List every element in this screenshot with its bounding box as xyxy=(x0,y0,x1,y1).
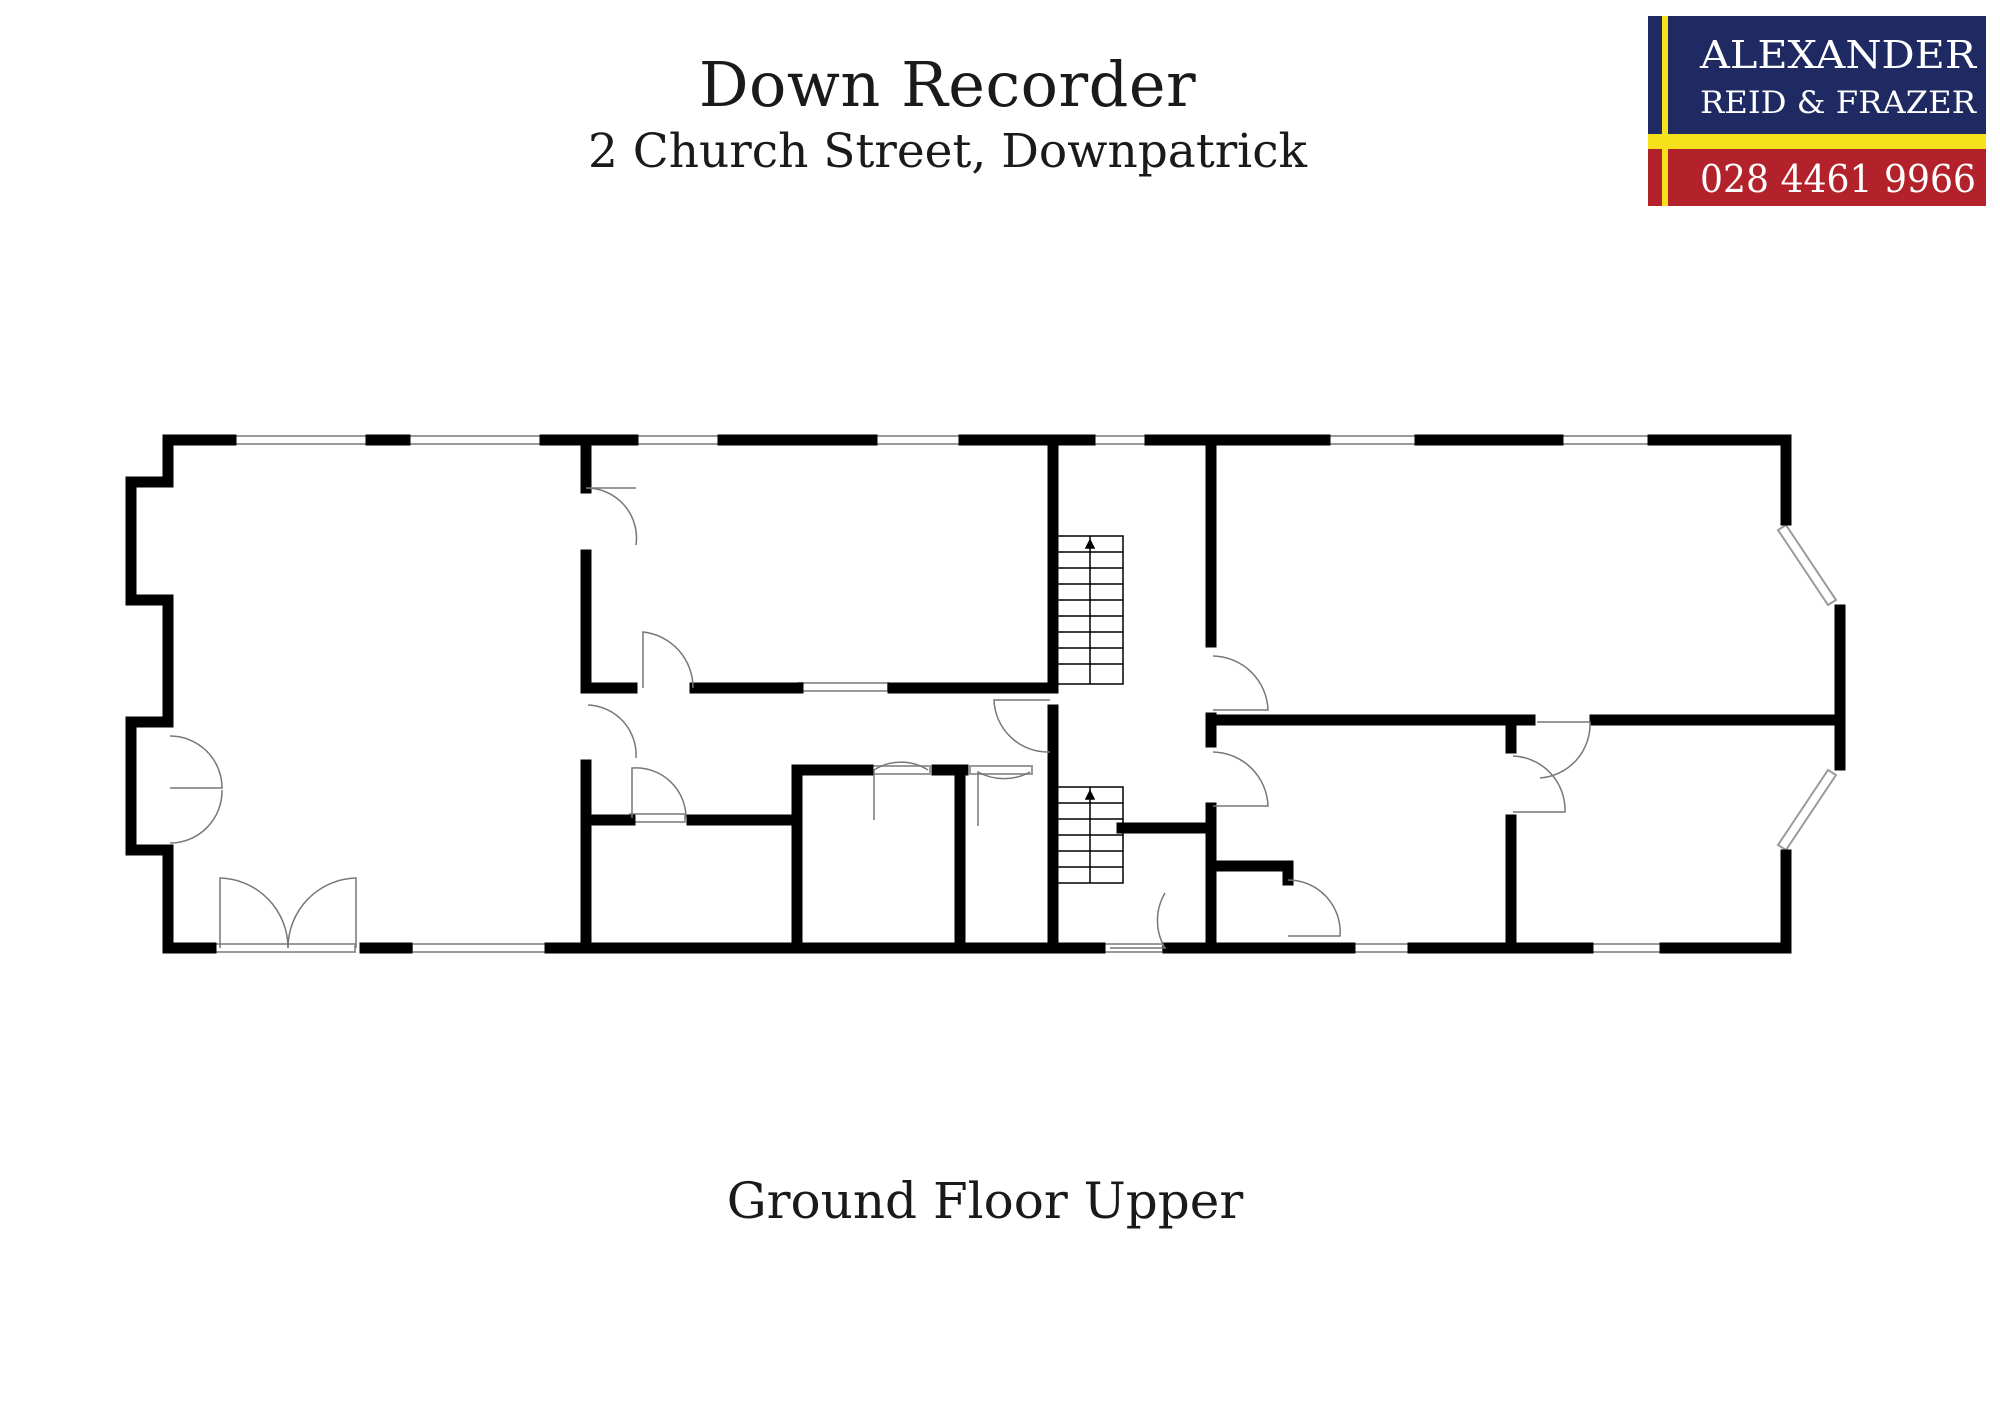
door-swing xyxy=(585,487,638,546)
stairs xyxy=(1056,535,1124,884)
doors xyxy=(169,487,1591,949)
logo-phone: 028 4461 9966 xyxy=(1700,157,1976,201)
window xyxy=(1557,435,1654,445)
walls xyxy=(125,434,1846,954)
door-swing xyxy=(642,631,694,689)
windows xyxy=(214,435,1838,953)
door-swing xyxy=(873,761,929,820)
door-swing xyxy=(1110,892,1167,949)
door-swing xyxy=(219,877,289,949)
door-swing xyxy=(287,877,357,949)
plan-address: 2 Church Street, Downpatrick xyxy=(587,124,1308,179)
door-swing xyxy=(169,735,223,789)
logo-line-2: REID & FRAZER xyxy=(1700,85,1978,121)
wall xyxy=(125,476,174,728)
window xyxy=(797,682,889,692)
door-swing xyxy=(977,770,1031,826)
window xyxy=(1349,943,1411,953)
door-swing xyxy=(1212,655,1269,711)
window xyxy=(632,435,724,445)
door-swing xyxy=(993,699,1051,753)
agency-logo: ALEXANDER REID & FRAZER 028 4461 9966 xyxy=(1648,16,1986,206)
door-swing xyxy=(169,789,223,844)
door-swing xyxy=(631,767,687,819)
window xyxy=(1587,943,1664,953)
window xyxy=(1776,768,1838,852)
window xyxy=(404,435,546,445)
door-swing xyxy=(1537,721,1591,779)
plan-title: Down Recorder xyxy=(698,48,1197,121)
window xyxy=(1089,435,1151,445)
window xyxy=(969,765,1033,775)
window xyxy=(411,943,547,953)
floor-label: Ground Floor Upper xyxy=(726,1172,1244,1230)
wall xyxy=(125,716,174,856)
window xyxy=(1324,435,1421,445)
window xyxy=(214,943,356,953)
door-swing xyxy=(587,704,637,759)
door-swing xyxy=(1287,879,1341,937)
window xyxy=(871,435,965,445)
window xyxy=(1776,523,1838,607)
window xyxy=(629,813,686,823)
logo-line-1: ALEXANDER xyxy=(1699,33,1978,77)
window xyxy=(230,435,372,445)
door-swing xyxy=(1512,755,1566,813)
door-swing xyxy=(1212,751,1269,807)
